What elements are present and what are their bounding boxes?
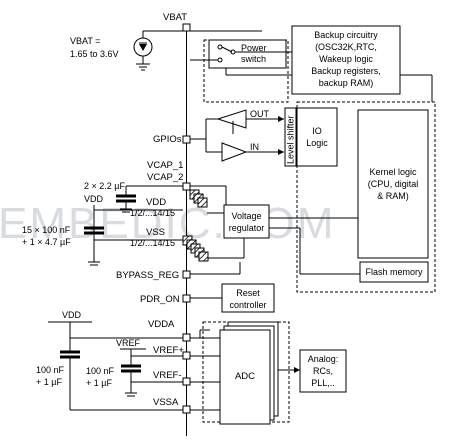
level-shifter-block <box>284 107 297 167</box>
bypass-reg-pin <box>182 270 191 279</box>
out-signal-label: OUT <box>250 109 270 119</box>
voltage-regulator-block <box>223 204 270 239</box>
cap-b-label-2: + 1 µF <box>86 378 112 388</box>
adc-block <box>219 329 271 425</box>
power-switch-label-1: Power <box>241 43 267 53</box>
power-switch-block <box>208 39 287 69</box>
flash-memory-block <box>359 261 429 283</box>
vdda-pin <box>182 333 191 342</box>
vcap-cap-label: 2 × 2.2 µF <box>84 181 125 191</box>
vdd-left-label: VDD <box>84 194 104 204</box>
analog-vdd-label: VDD <box>62 310 82 320</box>
cap-a-label-2: + 1 µF <box>36 377 62 387</box>
core-domain-outline <box>296 101 436 293</box>
backup-label-1: Backup circuitry <box>314 30 378 40</box>
vrefp-pin-label: VREF+ <box>153 345 184 356</box>
regulator-label-2: regulator <box>229 223 265 233</box>
vcap-pin <box>182 182 191 191</box>
vbat-range-label-2: 1.65 to 3.6V <box>70 49 119 59</box>
analog-rcs-block <box>299 349 347 393</box>
vdda-pin-label: VDDA <box>148 319 175 330</box>
bypass-reg-pin-label: BYPASS_REG <box>116 270 179 281</box>
io-logic-block <box>296 107 338 167</box>
vbat-range-label-1: VBAT = <box>70 36 100 46</box>
gpios-pin <box>182 135 191 144</box>
gpios-pin-label: GPIOs <box>153 134 182 145</box>
analog-rcs-label-2: RCs, <box>313 366 333 376</box>
backup-label-5: backup RAM) <box>319 78 374 88</box>
vbat-pin <box>182 23 191 32</box>
cap-a-label-1: 100 nF <box>36 365 65 375</box>
kernel-label-2: (CPU, digital <box>368 179 419 189</box>
vdd-range-label: 1/2/...14/15 <box>130 208 175 218</box>
vbat-pin-label: VBAT <box>163 12 187 23</box>
vdd-pin-label: VDD <box>146 197 166 208</box>
in-signal-label: IN <box>250 142 259 152</box>
power-switch-label-2: switch <box>241 54 266 64</box>
io-logic-label-1: IO <box>312 126 322 136</box>
backup-label-2: (OSC32K,RTC, <box>315 42 377 52</box>
backup-label-3: Wakeup logic <box>319 54 373 64</box>
vssa-pin <box>182 405 191 414</box>
reset-label-1: Reset <box>236 288 260 298</box>
vcap1-pin-label: VCAP_1 <box>147 160 183 171</box>
flash-memory-label: Flash memory <box>365 267 423 277</box>
pdr-on-pin <box>182 294 191 303</box>
vssa-pin-label: VSSA <box>153 397 179 408</box>
analog-rcs-label-1: Analog: <box>308 354 339 364</box>
level-shifter-label: Level shifter <box>286 115 296 164</box>
vss-range-label: 1/2/...14/15 <box>130 238 175 248</box>
cap-b-label-1: 100 nF <box>86 366 115 376</box>
vcap2-pin-label: VCAP_2 <box>147 172 183 183</box>
vrefm-pin <box>182 377 191 386</box>
vdd-cap-label-2: + 1 × 4.7 µF <box>22 237 71 247</box>
reset-label-2: controller <box>229 300 266 310</box>
vrefm-pin-label: VREF- <box>153 370 182 381</box>
kernel-label-3: & RAM) <box>377 191 409 201</box>
vss-pin-label: VSS <box>146 227 165 238</box>
analog-rcs-label-3: PLL,.. <box>311 378 335 388</box>
input-buffer-symbol <box>221 142 248 162</box>
io-logic-label-2: Logic <box>306 138 328 148</box>
switch-contact <box>221 46 233 53</box>
regulator-label-1: Voltage <box>231 211 261 221</box>
vdd-cap-label-1: 15 × 100 nF <box>22 225 71 235</box>
output-buffer-symbol <box>216 109 247 129</box>
backup-label-4: Backup registers, <box>311 66 381 76</box>
vrefp-pin <box>182 351 191 360</box>
vref-label: VREF <box>116 338 141 348</box>
kernel-label-1: Kernel logic <box>369 167 417 177</box>
pdr-on-pin-label: PDR_ON <box>140 294 180 305</box>
kernel-logic-block <box>357 109 429 259</box>
reset-controller-block <box>221 283 275 313</box>
adc-label: ADC <box>235 371 255 382</box>
backup-circuitry-block <box>291 25 401 95</box>
